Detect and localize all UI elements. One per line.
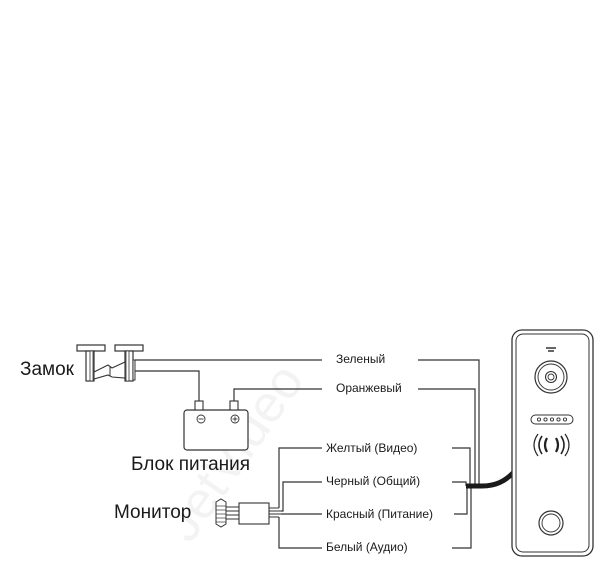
wire-label-yellow: Желтый (Видео) — [326, 441, 417, 455]
wire-white-right — [452, 488, 472, 549]
monitor-connector-icon — [215, 498, 281, 528]
wire-green-right — [418, 359, 480, 486]
wire-yellow-left — [278, 447, 322, 508]
wire-label-red: Красный (Питание) — [326, 507, 433, 521]
wire-label-white: Белый (Аудио) — [326, 540, 408, 554]
lock-icon — [76, 344, 144, 382]
wire-label-orange: Оранжевый — [336, 381, 402, 395]
monitor-label: Монитор — [114, 502, 191, 523]
wire-label-black: Черный (Общий) — [326, 474, 420, 488]
battery-icon — [183, 400, 249, 451]
wire-yellow-right — [452, 447, 471, 486]
wire-orange-right — [418, 388, 476, 486]
wire-orange-left — [233, 388, 322, 401]
call-panel-icon — [511, 329, 594, 557]
power-supply-label: Блок питания — [131, 454, 250, 475]
wire-lock-to-battery — [135, 370, 200, 401]
wire-red-right — [454, 488, 468, 515]
wire-black-left — [281, 481, 322, 512]
lock-label: Замок — [20, 359, 75, 380]
main-cable — [466, 468, 518, 489]
wire-black-right — [452, 481, 467, 486]
wire-label-green: Зеленый — [336, 352, 385, 366]
wire-white-left — [278, 517, 322, 549]
